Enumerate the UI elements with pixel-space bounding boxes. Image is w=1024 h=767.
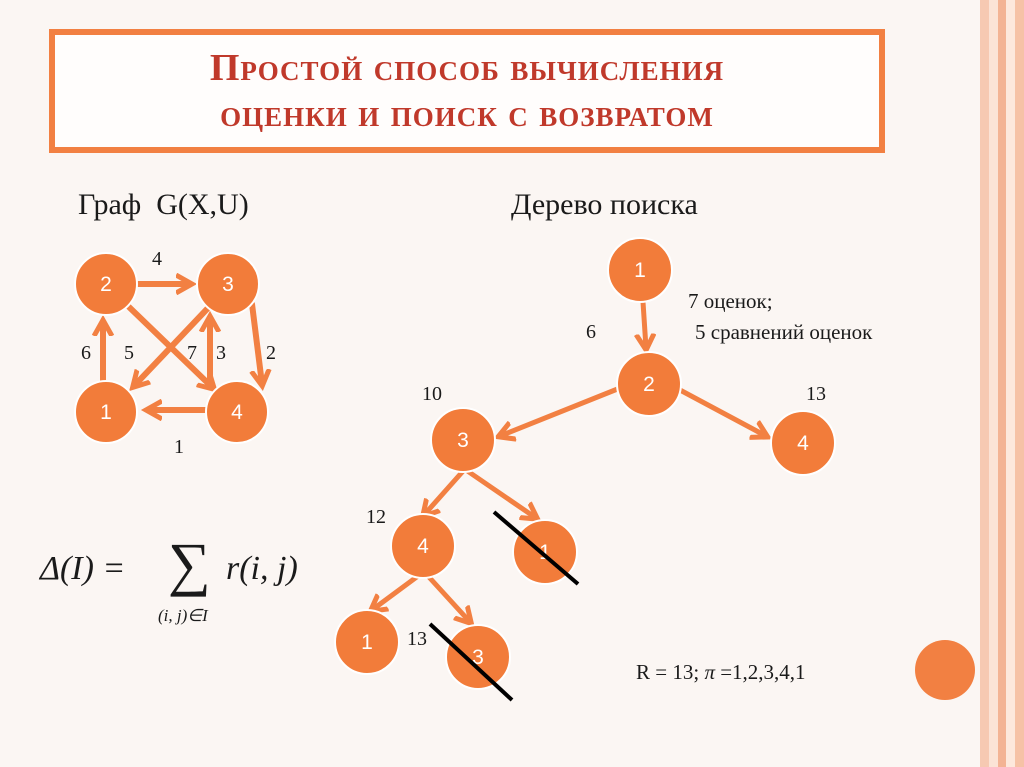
graph-edge-weight: 3 (216, 342, 226, 364)
tree-node-1-root: 1 (607, 237, 673, 303)
graph-label: Граф G(X,U) (78, 188, 249, 221)
tree-node-3: 3 (430, 407, 496, 473)
graph-edge-weight: 5 (124, 342, 134, 364)
stripe (988, 0, 998, 767)
tree-edge-4-1 (372, 573, 421, 610)
tree-node-4-right: 4 (770, 410, 836, 476)
graph-node-label: 1 (100, 401, 112, 424)
tree-node-3-pruned: 3 (445, 624, 511, 690)
decorative-stripes (980, 0, 1024, 767)
formula-subscript: (i, j)∈I (158, 606, 208, 625)
tree-edge-1-2 (643, 299, 646, 348)
tree-node-label: 1 (539, 541, 551, 564)
edge-3-1 (134, 305, 211, 386)
tree-node-label: 3 (472, 646, 484, 669)
stripe (1006, 0, 1016, 767)
edge-3-4 (249, 301, 262, 384)
formula-sum: ∑ (168, 531, 211, 597)
graph-edge-weight: 2 (266, 342, 276, 364)
tree-node-4-mid: 4 (390, 513, 456, 579)
tree-node-label: 1 (361, 631, 373, 654)
graph-node-1: 1 (74, 380, 138, 444)
tree-weight: 10 (422, 383, 442, 405)
tree-note-line-2: 5 сравнений оценок (695, 320, 873, 344)
tree-weight: 13 (806, 383, 826, 405)
slide-title: Простой способ вычисления оценки и поиск… (49, 29, 885, 153)
tree-note-line-1: 7 оценок; (688, 289, 773, 313)
stripe (980, 0, 989, 767)
result-rest: =1,2,3,4,1 (714, 660, 806, 684)
tree-edge-3-4 (424, 467, 467, 515)
result-text: R = 13; π =1,2,3,4,1 (636, 660, 806, 685)
tree-weight: 6 (586, 321, 596, 343)
formula: Δ(I) = ∑ r(i, j) (i, j)∈I (40, 531, 340, 636)
graph-edge-weight: 7 (187, 342, 197, 364)
prune-strike (492, 510, 580, 586)
graph-node-3: 3 (196, 252, 260, 316)
title-line-1: Простой способ вычисления (209, 47, 725, 89)
tree-node-label: 1 (634, 259, 646, 282)
graph-edges (103, 284, 262, 410)
tree-node-label: 3 (457, 429, 469, 452)
decorative-dot (915, 640, 975, 700)
tree-node-label: 4 (417, 535, 429, 558)
tree-node-1-leaf: 1 (334, 609, 400, 675)
graph-edge-weight: 4 (152, 248, 162, 270)
tree-weight: 12 (366, 506, 386, 528)
title-line-2: оценки и поиск с возвратом (220, 93, 714, 135)
tree-weight: 13 (407, 628, 427, 650)
graph-node-label: 4 (231, 401, 243, 424)
tree-edge-4-3 (425, 573, 470, 622)
tree-edge-2-4 (677, 387, 766, 436)
stripe (1015, 0, 1024, 767)
tree-node-label: 2 (643, 373, 655, 396)
tree-edges (372, 299, 766, 622)
prune-strike (428, 622, 514, 702)
graph-node-label: 3 (222, 273, 234, 296)
tree-label: Дерево поиска (511, 188, 698, 221)
result-prefix: R = 13; (636, 660, 705, 684)
stripe (997, 0, 1007, 767)
tree-node-2: 2 (616, 351, 682, 417)
formula-term: r(i, j) (226, 550, 298, 587)
formula-lhs: Δ(I) = (40, 550, 126, 587)
graph-edge-weight: 6 (81, 342, 91, 364)
graph-node-label: 2 (100, 273, 112, 296)
result-pi: π (704, 660, 715, 684)
graph-node-2: 2 (74, 252, 138, 316)
graph-node-4: 4 (205, 380, 269, 444)
graph-edge-weight: 1 (174, 436, 184, 458)
tree-edge-3-1 (463, 467, 536, 518)
tree-node-label: 4 (797, 432, 809, 455)
tree-edge-2-3 (500, 385, 623, 436)
